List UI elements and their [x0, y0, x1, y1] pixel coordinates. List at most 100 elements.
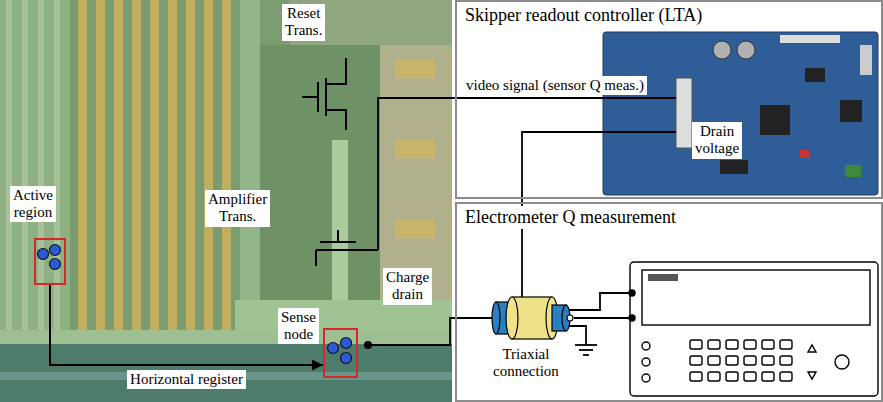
micrograph	[240, 0, 260, 300]
electrometer	[648, 274, 678, 281]
register-arrow	[50, 285, 323, 365]
region-label: Active region	[10, 186, 56, 223]
amplifier-transistor-symbol	[316, 249, 360, 251]
pixel-dot	[340, 352, 351, 363]
electrometer	[808, 345, 816, 352]
pixel-dot	[37, 248, 48, 259]
electrometer	[808, 372, 816, 379]
electrometer	[630, 262, 878, 396]
lta-board	[860, 45, 872, 75]
lta-board	[713, 41, 731, 59]
electrometer	[690, 340, 702, 349]
micrograph	[96, 0, 105, 330]
triaxial-cable	[506, 297, 518, 339]
electrometer	[762, 372, 774, 381]
micrograph	[6, 0, 12, 335]
amplifier-transistor-symbol	[337, 230, 339, 242]
pixel-dots	[323, 328, 358, 378]
pixel-dot	[49, 258, 60, 269]
lta-board	[676, 78, 692, 148]
electrometer	[642, 270, 870, 325]
charge-drain-dot	[364, 341, 372, 349]
micrograph	[168, 0, 177, 330]
electrometer	[708, 356, 720, 365]
pixel-dot	[49, 244, 60, 255]
signal-wires	[566, 293, 632, 310]
callout-label: Drain voltage	[692, 122, 742, 159]
micrograph	[0, 344, 452, 402]
lta-board	[720, 160, 748, 174]
micrograph	[235, 300, 452, 330]
micrograph	[395, 60, 435, 78]
reset-transistor-symbol	[326, 110, 346, 130]
electrometer	[642, 342, 650, 350]
edge-label: Horizontal register	[127, 370, 246, 389]
micrograph	[395, 220, 435, 238]
lta-board	[603, 32, 878, 195]
micrograph	[22, 0, 28, 335]
micrograph	[395, 140, 435, 158]
micrograph	[222, 0, 231, 330]
micrograph	[0, 0, 452, 402]
triaxial-cable	[567, 315, 573, 321]
electrometer	[629, 262, 878, 396]
micrograph	[380, 45, 452, 300]
reset-transistor-symbol	[302, 58, 346, 130]
amplifier-transistor-symbol	[360, 249, 378, 251]
electrometer	[629, 290, 635, 296]
micrograph	[78, 0, 87, 330]
micrograph	[132, 0, 141, 330]
electrometer	[690, 356, 702, 365]
electrometer	[780, 372, 792, 381]
pixel-dot	[340, 337, 351, 348]
signal-wires	[579, 349, 593, 351]
electrometer	[690, 372, 702, 381]
region-box: Sense node	[323, 328, 358, 378]
callout-label: Triaxial connection	[490, 345, 562, 382]
electrometer	[762, 356, 774, 365]
micrograph	[0, 0, 70, 335]
reset-transistor-symbol	[302, 96, 318, 98]
electrometer	[642, 358, 650, 366]
pixel-dots	[34, 238, 66, 285]
electrometer	[708, 372, 720, 381]
electrometer	[744, 356, 756, 365]
electrometer	[726, 356, 738, 365]
lta-board	[780, 35, 840, 43]
micrograph	[0, 330, 452, 344]
panel-box: Skipper readout controller (LTA)	[455, 0, 883, 199]
electrometer	[762, 340, 774, 349]
panel-heading: Skipper readout controller (LTA)	[461, 4, 706, 27]
lta-board	[737, 41, 755, 59]
lta-board	[805, 68, 825, 82]
charge-drain-dot	[364, 341, 372, 349]
reset-transistor-symbol	[326, 58, 346, 84]
amplifier-transistor-symbol	[316, 230, 378, 266]
callout-label: video signal (sensor Q meas.)	[463, 76, 647, 95]
micrograph	[204, 0, 213, 330]
lta-board	[800, 150, 810, 158]
micrograph	[150, 0, 159, 330]
signal-wires	[370, 318, 496, 345]
lta-board	[840, 100, 862, 122]
electrometer	[726, 372, 738, 381]
electrometer	[744, 372, 756, 381]
electrometer	[726, 340, 738, 349]
micrograph	[0, 0, 452, 402]
triaxial-cable	[492, 297, 573, 339]
triaxial-cable	[492, 302, 500, 334]
amplifier-transistor-symbol	[315, 250, 317, 266]
pixel-dot	[327, 342, 338, 353]
lta-board	[760, 105, 790, 135]
region-label: Sense node	[278, 308, 319, 345]
callout-label: Reset Trans.	[282, 4, 325, 41]
panel-heading: Electrometer Q measurement	[461, 206, 680, 229]
electrometer	[708, 340, 720, 349]
lta-board	[845, 165, 861, 177]
micrograph	[186, 0, 195, 330]
callout-label: Charge drain	[383, 268, 432, 305]
